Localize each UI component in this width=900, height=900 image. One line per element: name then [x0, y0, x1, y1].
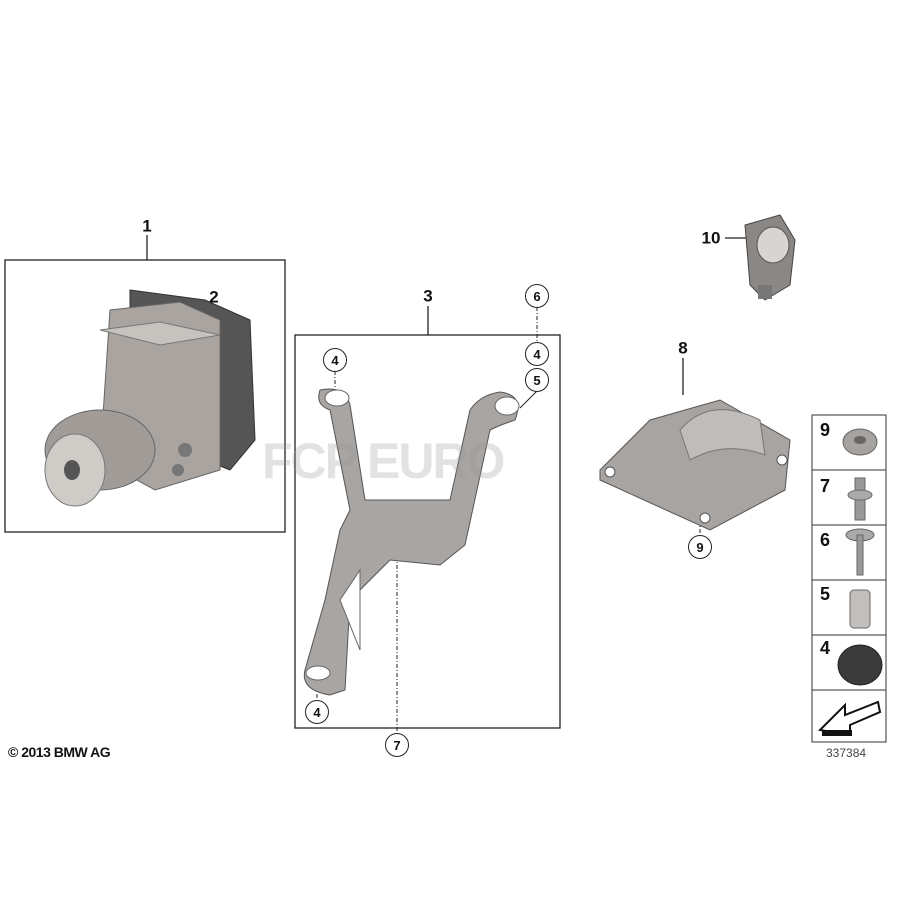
diagram-number: 337384: [826, 746, 867, 760]
panel-label-7: 7: [820, 476, 831, 496]
parts-panel: [811, 414, 887, 743]
callout-7: 7: [385, 733, 409, 757]
abs-hydraulic-unit: [44, 289, 256, 507]
panel-label-9: 9: [820, 420, 831, 440]
callout-8: 8: [678, 338, 688, 358]
callout-3: 3: [423, 286, 433, 306]
panel-label-4: 4: [820, 638, 831, 658]
callout-4: 4: [305, 700, 329, 724]
callout-1: 1: [142, 216, 152, 236]
rubber-mount-icon: [837, 644, 883, 686]
steering-angle-sensor: [744, 214, 796, 301]
callout-10: 10: [701, 228, 721, 248]
callout-4: 4: [525, 342, 549, 366]
callout-4: 4: [323, 348, 347, 372]
sleeve-icon: [849, 589, 871, 629]
copyright: © 2013 BMW AG: [8, 744, 111, 760]
callout-5: 5: [525, 368, 549, 392]
callout-2: 2: [209, 287, 219, 307]
abs-unit-box: [4, 259, 286, 533]
panel-label-5: 5: [820, 584, 831, 604]
panel-label-6: 6: [820, 530, 831, 550]
callout-9: 9: [688, 535, 712, 559]
control-module-cover: [599, 399, 791, 531]
callout-6: 6: [525, 284, 549, 308]
watermark: FCP EURO: [262, 433, 505, 489]
bracket: [303, 388, 520, 696]
